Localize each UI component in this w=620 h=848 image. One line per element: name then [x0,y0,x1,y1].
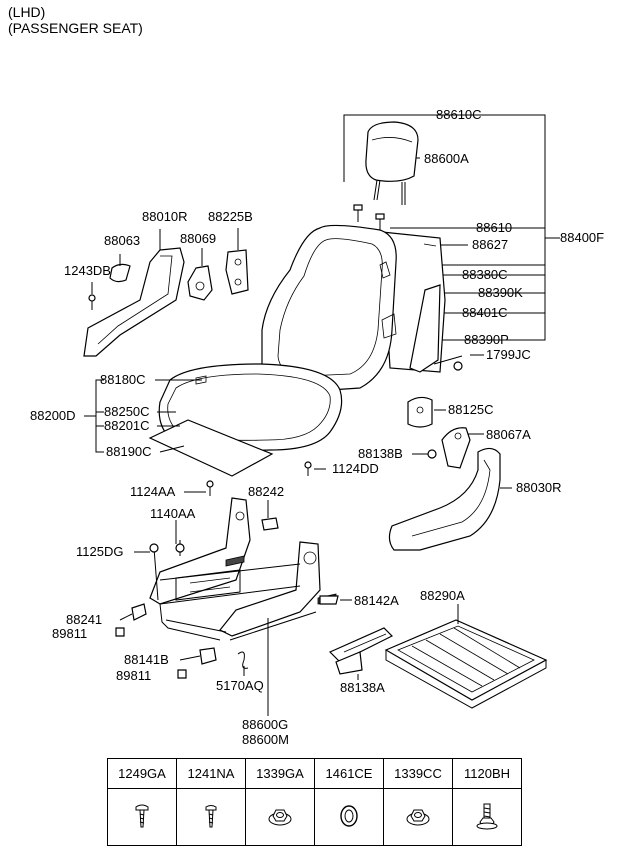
label-1124DD: 1124DD [332,461,379,476]
fastener-table: 1249GA 1241NA 1339GA 1461CE 1339CC 1120B… [107,758,522,846]
label-88242: 88242 [248,484,284,499]
label-88190C: 88190C [106,444,152,459]
label-88380C: 88380C [462,267,508,282]
washer-icon [340,804,358,827]
label-88125C: 88125C [448,402,494,417]
label-1243DB: 1243DB [64,263,111,278]
label-88030R: 88030R [516,480,562,495]
clip-88242 [261,500,279,531]
label-88010R: 88010R [142,209,188,224]
rail-cover-88138A [328,627,394,680]
label-89811-b: 89811 [116,668,151,683]
bracket-88067A [441,427,484,469]
side-cover-88030R [388,447,512,551]
label-88063: 88063 [104,233,140,248]
seat-back-board [409,284,441,373]
label-1124AA: 1124AA [130,484,176,499]
screw-icon [135,804,149,827]
label-88390P: 88390P [464,332,509,347]
cover-88141B [179,647,217,665]
label-88142A: 88142A [354,593,399,608]
label-88200D: 88200D [30,408,76,423]
fastener-code: 1461CE [314,758,384,789]
label-88138B: 88138B [358,446,403,461]
label-88241: 88241 [66,612,102,627]
label-1125DG: 1125DG [76,544,123,559]
label-88290A: 88290A [420,588,465,603]
headrest [365,121,419,205]
washer-88138B [412,449,437,459]
label-88401C: 88401C [462,305,508,320]
tray-88290A [384,604,548,709]
label-88067A: 88067A [486,427,531,442]
fastener-code: 1339CC [383,758,453,789]
side-cover-88010R [83,229,185,357]
screw-1243DB [88,282,96,310]
label-89811-a: 89811 [52,626,87,641]
bolt-1140AA [175,520,185,556]
clip-89811-a [115,627,125,637]
fastener-code: 1249GA [107,758,177,789]
label-88600G: 88600G [242,717,288,732]
fastener-code: 1120BH [452,758,522,789]
headrest-guides [353,204,385,232]
label-1799JC: 1799JC [486,347,531,362]
bolt-icon [476,803,498,829]
label-88180C: 88180C [100,372,146,387]
label-88225B: 88225B [208,209,253,224]
flange-nut-icon [406,809,430,825]
header-lhd: (LHD) [8,4,46,20]
label-1140AA: 1140AA [150,506,196,521]
label-88400F: 88400F [560,230,604,245]
label-88600A: 88600A [424,151,469,166]
bracket-88069 [187,248,213,301]
label-5170AQ: 5170AQ [216,678,264,693]
label-88069: 88069 [180,231,216,246]
seat-exploded-diagram: 88610C 88600A 88610 88400F 88627 88380C … [30,107,604,747]
header-passenger-seat: (PASSENGER SEAT) [8,20,143,36]
label-88610: 88610 [476,220,512,235]
cover-88225B [225,228,249,295]
fastener-code: 1241NA [176,758,246,789]
cap-88125C [407,396,446,428]
wire-1799JC [433,354,484,371]
label-88250C: 88250C [104,404,150,419]
screw-1124DD [304,461,326,476]
bolt-1125DG [134,543,159,601]
label-88138A: 88138A [340,680,385,695]
seat-cushion-bracket-lines [84,379,202,453]
fastener-code: 1339GA [245,758,315,789]
clip-88627 [423,243,437,247]
label-88600M: 88600M [242,732,289,747]
flange-nut-icon [268,809,292,825]
label-88627: 88627 [472,237,508,252]
lever-88142A [319,595,352,605]
screw-icon [205,804,217,827]
spring-5170AQ [237,651,249,676]
label-88201C: 88201C [104,418,150,433]
label-88390K: 88390K [478,285,523,300]
screw-1124AA [184,480,214,496]
label-88141B: 88141B [124,652,169,667]
cap-88063 [109,254,131,283]
cover-88241 [119,603,147,621]
label-88610C: 88610C [436,107,482,122]
clip-89811-b [177,669,187,679]
